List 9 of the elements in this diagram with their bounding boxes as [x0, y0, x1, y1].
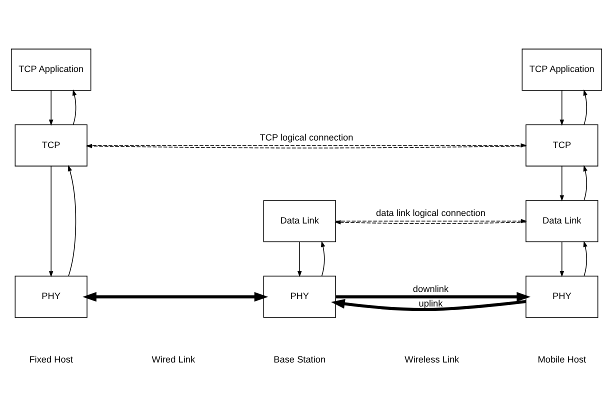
edge-label: downlink	[412, 284, 449, 294]
edge-label: uplink	[418, 298, 443, 308]
label: Fixed Host	[29, 354, 73, 364]
label: Base Station	[274, 354, 326, 364]
label: Wired Link	[152, 354, 196, 364]
edge-label: TCP logical connection	[260, 132, 354, 143]
edge-label: data link logical connection	[376, 208, 486, 218]
label: Wireless Link	[404, 354, 460, 364]
label: Mobile Host	[538, 354, 586, 364]
